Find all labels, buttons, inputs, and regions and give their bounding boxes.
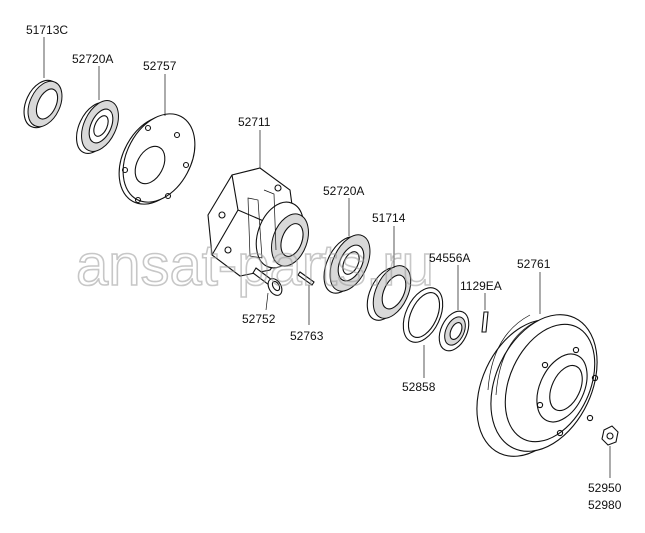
bearing-52720a-outer[interactable] [69, 95, 126, 159]
hub-52711[interactable] [207, 167, 315, 277]
label-1129ea: 1129EA [460, 279, 502, 293]
label-52711: 52711 [238, 115, 271, 129]
label-52950: 52950 [588, 481, 622, 495]
washer-52858[interactable] [395, 282, 450, 349]
seal-51713c[interactable] [17, 75, 69, 134]
watermark-text: ansat-parts.ru [76, 233, 434, 298]
ring-54556a[interactable] [433, 306, 474, 355]
leader-52752 [265, 292, 269, 311]
label-52752: 52752 [242, 312, 276, 326]
label-52757: 52757 [143, 59, 177, 73]
label-51714: 51714 [372, 211, 406, 225]
plate-52757[interactable] [105, 101, 210, 216]
label-52763: 52763 [290, 329, 324, 343]
nut-52950[interactable] [601, 425, 619, 446]
label-52980: 52980 [588, 498, 622, 512]
bolt-1129ea[interactable] [481, 311, 489, 333]
pin-52763[interactable] [297, 271, 315, 286]
label-54556a: 54556A [429, 251, 470, 265]
label-52858: 52858 [402, 380, 436, 394]
bearing-52720a-inner[interactable] [316, 229, 378, 300]
label-52761: 52761 [517, 257, 551, 271]
label-52720a-outer: 52720A [72, 52, 113, 66]
bolt-52752[interactable] [252, 267, 285, 298]
drum-52761[interactable] [456, 297, 618, 473]
seal-51714[interactable] [360, 260, 419, 326]
label-52720a-inner: 52720A [323, 184, 364, 198]
label-51713c: 51713C [26, 23, 68, 37]
